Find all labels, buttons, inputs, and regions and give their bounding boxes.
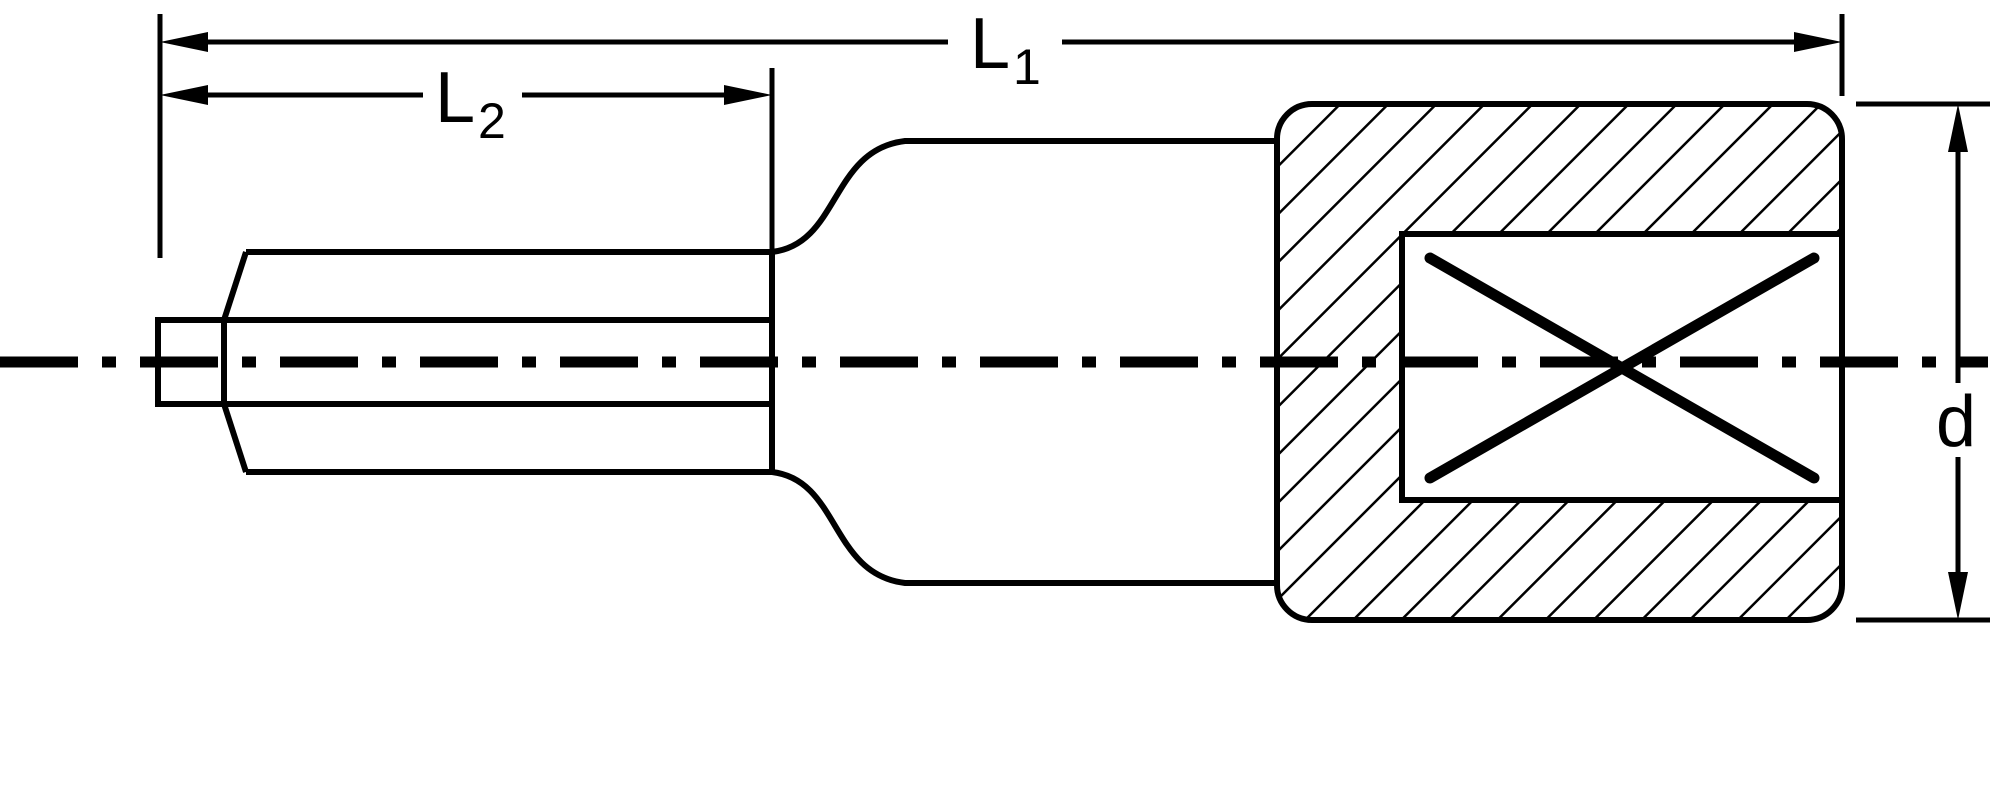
square-drive-hole	[1399, 231, 1842, 503]
dimension-l2-label-subscript: 2	[478, 93, 506, 149]
hex-bit	[155, 249, 772, 475]
body-neck-bottom	[771, 469, 1277, 586]
dimension-l1-label-subscript: 1	[1013, 39, 1041, 95]
dimension-d-arrow-top	[1948, 104, 1968, 152]
dimension-l2-arrow-left	[160, 85, 208, 105]
bit-chamfer-top	[221, 251, 249, 321]
dimension-l2-arrow-right	[724, 85, 772, 105]
dimension-l2: L 2	[160, 58, 775, 250]
dimension-d-label: d	[1936, 382, 1976, 462]
dimension-l1: L 1	[157, 4, 1845, 258]
cross-line-2	[1424, 252, 1820, 484]
dimension-l1-label: L	[970, 4, 1010, 84]
socket-head-outline	[1274, 101, 1845, 623]
dimension-d-arrow-bottom	[1948, 572, 1968, 620]
bit-tip	[155, 317, 227, 407]
body-neck-top	[771, 138, 1277, 255]
dimension-l1-arrow-left	[160, 32, 208, 52]
dimension-l1-arrow-right	[1794, 32, 1842, 52]
socket-body	[769, 138, 1277, 586]
dimension-d: d	[1856, 101, 1990, 623]
drive-hole-cross-mark	[1424, 252, 1820, 484]
dimension-l2-label: L	[435, 58, 475, 138]
bit-chamfer-bottom	[221, 403, 249, 473]
